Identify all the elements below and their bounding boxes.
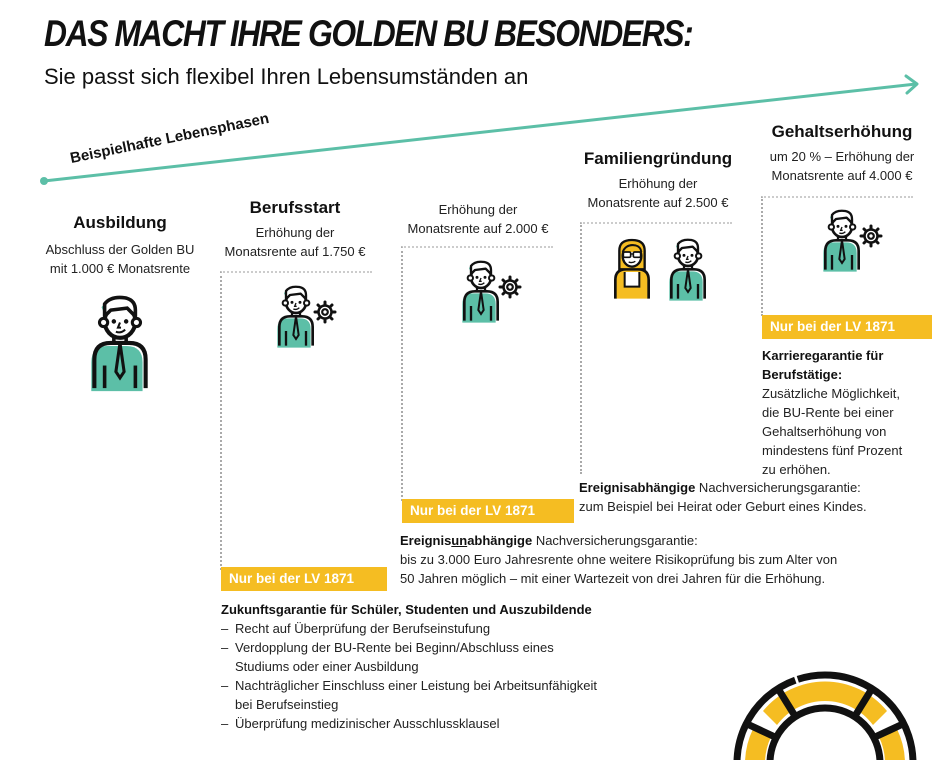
phase-title: Berufsstart [249, 198, 341, 217]
lv1871-badge: Nur bei der LV 1871 [402, 499, 574, 523]
phase-title: Familiengründung [583, 149, 733, 168]
list-item: Überprüfung medizinischer Ausschlussklau… [221, 714, 597, 733]
person-icon [667, 238, 707, 302]
phase-title: Ausbildung [73, 213, 167, 232]
karriere-line: zu erhöhen. [762, 462, 831, 477]
gear-icon [498, 275, 522, 299]
phase-erhoehung-2000: Erhöhung der Monatsrente auf 2.000 € [388, 198, 568, 238]
zukunft-list: Recht auf Überprüfung der Berufseinstufu… [221, 619, 597, 733]
ereignis-abh-rest: Nachversicherungsgarantie: [695, 480, 861, 495]
person-icon [80, 292, 160, 396]
lifebuoy-icon [733, 671, 917, 760]
ereignis-unabh-rest: Nachversicherungsgarantie: [532, 533, 698, 548]
ereignis-unabh-line3: 50 Jahren möglich – mit einer Wartezeit … [400, 571, 826, 586]
ereignis-unabh-bold-un: un [451, 533, 468, 548]
timeline-arrow-icon [40, 74, 919, 185]
karriere-heading-1: Karrieregarantie für [762, 348, 884, 363]
phase-familiengruendung: Familiengründung Erhöhung der Monatsrent… [568, 148, 748, 212]
ereignis-unabh-bold-a: Ereignis [400, 533, 452, 548]
phase-desc-line2: mit 1.000 € Monatsrente [49, 261, 191, 276]
phase-desc-line1: um 20 % – Erhöhung der [769, 149, 915, 164]
phase-desc-line2: Monatsrente auf 2.500 € [587, 195, 729, 210]
phase-desc-line1: Erhöhung der [618, 176, 698, 191]
phase-gehaltserhoehung: Gehaltserhöhung um 20 % – Erhöhung der M… [752, 121, 932, 185]
zukunft-heading: Zukunftsgarantie für Schüler, Studenten … [221, 602, 592, 617]
woman-icon [613, 238, 651, 300]
phase-berufsstart: Berufsstart Erhöhung der Monatsrente auf… [205, 197, 385, 261]
karriere-line: Zusätzliche Möglichkeit, [762, 386, 900, 401]
phase-title: Gehaltserhöhung [771, 122, 913, 141]
gear-icon [859, 224, 883, 248]
karriere-line: mindestens fünf Prozent [762, 443, 903, 458]
phase-box-berufsstart [220, 271, 372, 570]
ereignis-unabh-line2: bis zu 3.000 Euro Jahresrente ohne weite… [400, 552, 838, 567]
phase-desc-line1: Erhöhung der [438, 202, 518, 217]
phase-desc-line2: Monatsrente auf 4.000 € [771, 168, 913, 183]
karriere-line: die BU-Rente bei einer [762, 405, 894, 420]
ereignis-unabh-bold-b: abhängige [467, 533, 533, 548]
ereignisabhaengige-text: Ereignisabhängige Nachversicherungsgaran… [579, 478, 867, 516]
karrieregarantie-text: Karrieregarantie für Berufstätige: Zusät… [762, 346, 942, 479]
ereignis-abh-line2: zum Beispiel bei Heirat oder Geburt eine… [579, 499, 867, 514]
ereignisunabhaengige-text: Ereignisunabhängige Nachversicherungsgar… [400, 531, 837, 588]
list-item: Verdopplung der BU-Rente bei Beginn/Absc… [221, 638, 597, 676]
zukunftsgarantie-text: Zukunftsgarantie für Schüler, Studenten … [221, 600, 597, 733]
phase-box-familie [580, 222, 732, 474]
lv1871-badge: Nur bei der LV 1871 [221, 567, 387, 591]
page-subtitle: Sie passt sich flexibel Ihren Lebensumst… [44, 64, 529, 89]
phase-desc-line2: Monatsrente auf 2.000 € [407, 221, 549, 236]
phase-box-2000 [401, 246, 553, 501]
karriere-line: Gehaltserhöhung von [762, 424, 887, 439]
gear-icon [313, 300, 337, 324]
phase-ausbildung: Ausbildung Abschluss der Golden BU mit 1… [30, 212, 210, 278]
list-item: Nachträglicher Einschluss einer Leistung… [221, 676, 597, 714]
phase-desc-line1: Abschluss der Golden BU [45, 242, 195, 257]
lv1871-badge: Nur bei der LV 1871 [762, 315, 932, 339]
ereignis-abh-bold: Ereignisabhängige [579, 480, 696, 495]
karriere-heading-2: Berufstätige: [762, 367, 843, 382]
list-item: Recht auf Überprüfung der Berufseinstufu… [221, 619, 597, 638]
phase-desc-line1: Erhöhung der [255, 225, 335, 240]
phase-box-gehalt [761, 196, 913, 316]
phase-desc-line2: Monatsrente auf 1.750 € [224, 244, 366, 259]
page-title: DAS MACHT IHRE GOLDEN BU BESONDERS: [44, 13, 694, 54]
